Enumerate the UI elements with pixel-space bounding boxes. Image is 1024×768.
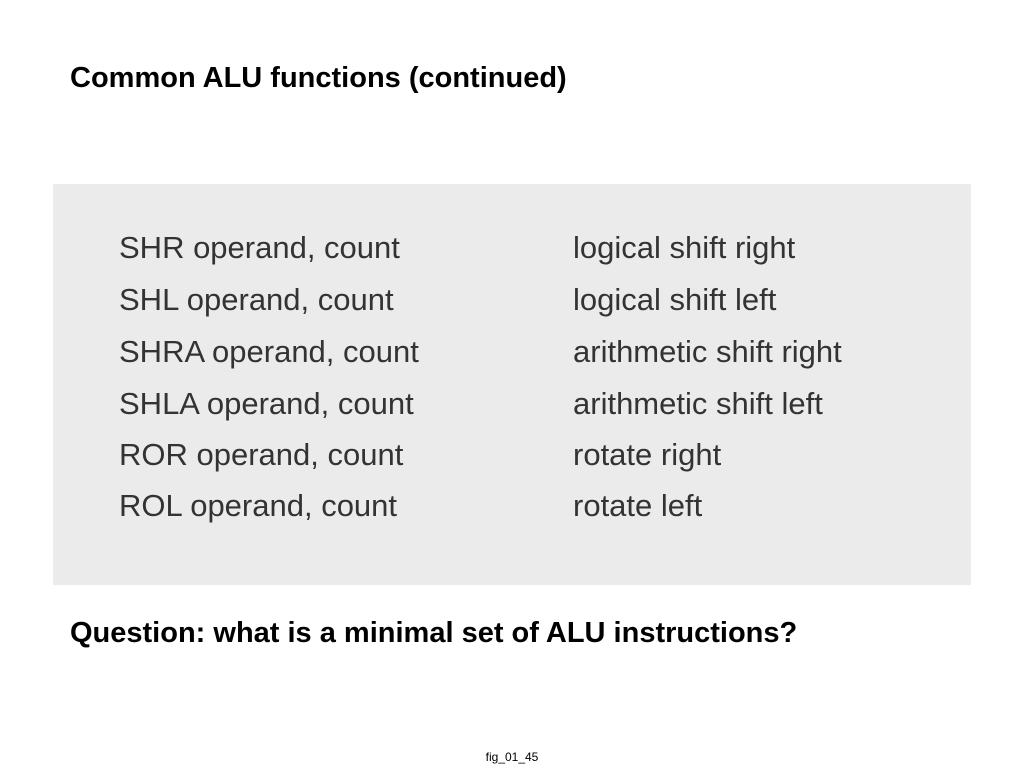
- instruction-text: ROL operand, count: [119, 488, 398, 523]
- instruction-text: ROR operand, count: [119, 437, 404, 472]
- question-text: Question: what is a minimal set of ALU i…: [70, 617, 798, 649]
- function-row: ROL operand, count rotate left: [53, 484, 971, 528]
- description-text: rotate left: [573, 488, 703, 523]
- instruction-text: SHLA operand, count: [119, 386, 414, 421]
- figure-label: fig_01_45: [485, 750, 539, 764]
- instruction-text: SHRA operand, count: [119, 334, 419, 369]
- alu-functions-panel: SHR operand, count logical shift right S…: [53, 184, 971, 585]
- description-text: logical shift left: [573, 282, 777, 317]
- function-row: SHR operand, count logical shift right: [53, 226, 971, 270]
- function-row: SHLA operand, count arithmetic shift lef…: [53, 382, 971, 426]
- function-row: SHRA operand, count arithmetic shift rig…: [53, 330, 971, 374]
- description-text: rotate right: [573, 437, 722, 472]
- instruction-text: SHR operand, count: [119, 230, 400, 265]
- description-text: arithmetic shift left: [573, 386, 823, 421]
- description-text: arithmetic shift right: [573, 334, 842, 369]
- slide-title: Common ALU functions (continued): [70, 62, 567, 94]
- description-text: logical shift right: [573, 230, 796, 265]
- function-row: ROR operand, count rotate right: [53, 433, 971, 477]
- instruction-text: SHL operand, count: [119, 282, 394, 317]
- function-row: SHL operand, count logical shift left: [53, 278, 971, 322]
